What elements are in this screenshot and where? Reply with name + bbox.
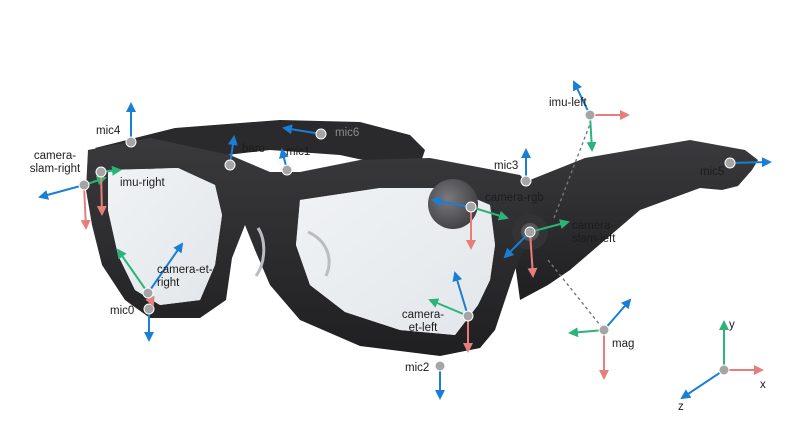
mag-point — [598, 324, 610, 336]
imu-left-y-axis-arrow — [586, 114, 597, 152]
label-camera-et-left: camera- et-left — [397, 309, 449, 335]
label-camera-slam-left-line1: camera- — [572, 220, 615, 232]
camera-et-left-y-axis-arrow — [428, 298, 469, 317]
label-mic6: mic6 — [335, 127, 360, 139]
mic6-point — [315, 128, 327, 140]
label-mic3: mic3 — [494, 160, 519, 172]
camera-rgb-point — [465, 201, 477, 213]
mic3-point — [520, 175, 532, 187]
legend-axes-z-axis-arrow — [680, 369, 725, 400]
label-camera-et-right-line2: right — [157, 277, 180, 289]
label-camera-rgb: camera-rgb — [485, 192, 544, 204]
label-mic2: mic2 — [405, 362, 430, 374]
label-mag: mag — [612, 338, 635, 350]
camera-slam-left-z-axis-arrow — [503, 231, 531, 259]
camera-et-left-point — [462, 310, 474, 322]
camera-et-right-y-axis-arrow — [116, 248, 149, 294]
label-camera-et-left-line1: camera- — [401, 309, 445, 321]
temple-arm-left — [505, 140, 758, 300]
baro-point — [224, 159, 236, 171]
label-camera-slam-left: camera- slam-left — [572, 220, 615, 246]
label-mic1: mic1 — [286, 146, 311, 158]
legend-label-x: x — [760, 379, 766, 391]
mic4-point — [125, 136, 137, 148]
label-mic0: mic0 — [110, 305, 135, 317]
mic0-point — [143, 303, 155, 315]
mic5-point — [724, 157, 736, 169]
camera-et-right-point — [142, 287, 154, 299]
label-camera-et-left-line2: et-left — [408, 322, 438, 334]
camera-rgb-z-axis-arrow — [431, 196, 472, 208]
mag-z-axis-arrow — [603, 298, 632, 331]
label-camera-slam-right: camera- slam-right — [20, 150, 90, 176]
label-imu-left: imu-left — [549, 97, 587, 109]
label-mic5: mic5 — [700, 166, 725, 178]
label-baro: baro — [242, 143, 266, 155]
imu-right-point — [95, 166, 107, 178]
sensor-markers — [38, 80, 772, 400]
imu-left-leader-line — [553, 123, 591, 219]
legend-label-z: z — [678, 401, 684, 413]
camera-et-right-z-axis-arrow — [147, 242, 184, 294]
label-imu-right: imu-right — [120, 177, 165, 189]
label-camera-slam-left-line2: slam-left — [572, 233, 616, 245]
imu-right-x-axis-arrow — [96, 171, 107, 216]
mag-y-axis-arrow — [568, 327, 605, 338]
camera-slam-left-point — [524, 226, 536, 238]
camera-et-left-z-axis-arrow — [452, 271, 469, 317]
imu-left-point — [584, 109, 596, 121]
camera-slam-right-z-axis-arrow — [38, 184, 85, 200]
label-mic4: mic4 — [96, 125, 121, 137]
camera-slam-right-point — [78, 179, 90, 191]
front-frame — [86, 138, 535, 356]
nose-pad-right — [254, 227, 266, 277]
imu-left-z-axis-arrow — [572, 80, 591, 116]
mic2-point — [434, 360, 446, 372]
lens-right — [108, 168, 222, 305]
camera-slam-left-x-axis-arrow — [527, 231, 538, 278]
camera-rgb-y-axis-arrow — [470, 206, 509, 221]
camera-slam-left-y-axis-arrow — [529, 219, 570, 233]
label-camera-et-right-line1: camera-et- — [157, 264, 213, 276]
label-camera-et-right: camera-et- right — [157, 264, 213, 290]
label-camera-slam-right-line1: camera- — [33, 150, 77, 162]
mic6-z-axis-arrow — [282, 124, 322, 135]
camera-slam-right-x-axis-arrow — [80, 184, 91, 230]
mic5-z-axis-arrow — [729, 157, 772, 168]
legend-label-y: y — [729, 319, 735, 331]
legend-axes-point — [718, 364, 730, 376]
mag-leader-line — [547, 259, 605, 331]
nose-pad-left — [307, 230, 331, 277]
mic1-point — [281, 164, 293, 176]
label-camera-slam-right-line2: slam-right — [29, 163, 81, 175]
